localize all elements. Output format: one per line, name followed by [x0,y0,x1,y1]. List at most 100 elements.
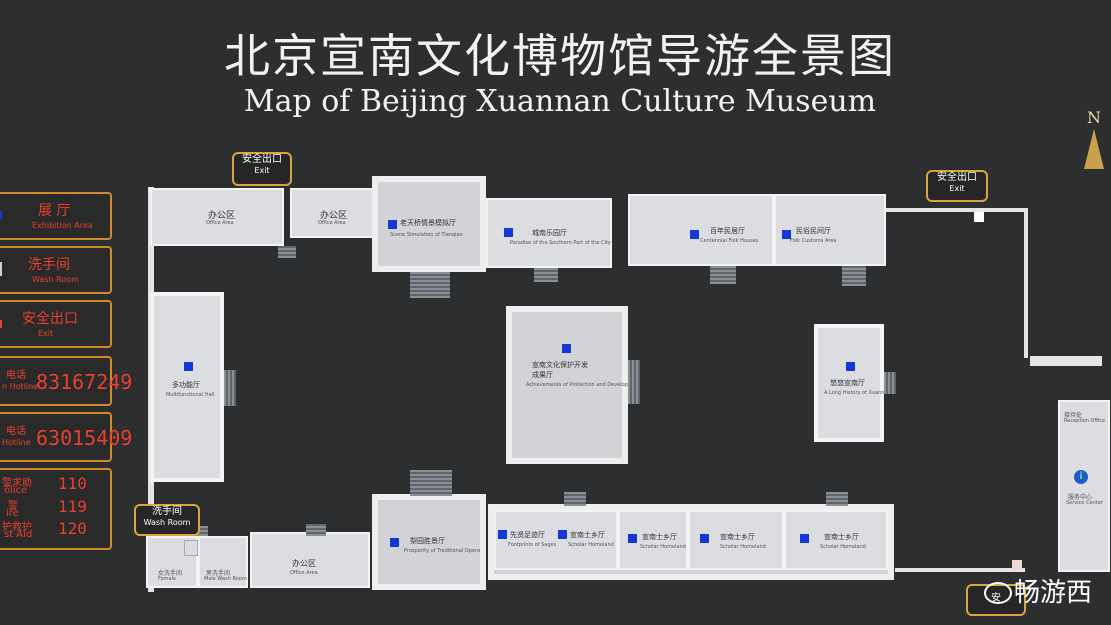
exit-marker-icon [1012,560,1022,570]
stairs [306,524,326,536]
weibo-logo-icon [984,582,1012,604]
exhibit-marker-icon [504,228,513,237]
aid-cn: 护救护 [2,522,32,533]
exit-tag-top-right: 安全出口 Exit [926,170,988,202]
exhibit-marker-icon [846,362,855,371]
phone2-number: 63015409 [36,426,133,450]
exit-en: Exit [949,184,965,193]
phone1-number: 83167249 [36,370,133,394]
exhibit-marker-icon [388,220,397,229]
room-sublabel: Footprints of Sages [508,542,557,548]
room-sublabel: Female [158,576,177,582]
exhibit-marker-icon [498,530,507,539]
room-office-2[interactable]: 办公区 Office Area [290,188,374,238]
room-liyuan[interactable]: 梨园胜景厅 Prosperity of Traditional Opera [372,494,486,590]
corridor-ne [885,208,1025,212]
stairs [842,266,866,286]
room-sublabel: Achievements of Protection and Developme… [526,382,641,388]
legend-exhibition: 展 厅 Exhibition Area [0,192,112,240]
washroom-tag-en: Wash Room [143,518,191,527]
washroom-tag: 洗手间 Wash Room [134,504,200,536]
exhibit-marker-icon [782,230,791,239]
north-arrow-icon [1084,129,1104,169]
stairs [410,272,450,298]
stairs [192,526,208,536]
exit-tag-top-left: 安全出口 Exit [232,152,292,186]
corridor-south [895,568,1025,572]
room-label: 宣南文化保护开发 成果厅 [532,361,588,379]
room-xianxian[interactable]: 先贤足迹厅 Footprints of Sages 宣南士乡厅 Scholar … [494,510,618,570]
room-label: 宣南士乡厅 [720,533,755,541]
stairs [224,370,236,406]
exhibit-marker-icon [628,534,637,543]
room-huigu[interactable]: 悠悠宣南厅 A Long History of Xuannan [814,324,891,442]
page-title-cn: 北京宣南文化博物馆导游全景图 [224,29,896,83]
stairs [710,266,736,284]
room-office-3[interactable]: 办公区 Office Area [250,532,370,588]
phone2-cn: 电话 [6,426,26,437]
room-sublabel: Folk Customs Area [790,238,837,244]
legend-exit-cn: 安全出口 [22,311,78,327]
room-shixiang-4[interactable]: 宣南士乡厅 Scholar Homeland [784,510,888,570]
watermark: 畅游西 [1014,578,1093,608]
exhibit-marker-icon [800,534,809,543]
room-label: 宣南士乡厅 [642,533,677,541]
room-label: 百年民居厅 [710,227,745,235]
legend-emergency: 警求助 olice 110 警 ire 119 护救护 st Aid 120 [0,468,112,550]
legend-phone-1: 电话 n Hotline 83167249 [0,356,132,406]
page-title-en: Map of Beijing Xuannan Culture Museum [243,84,877,119]
exhibit-marker-icon [390,538,399,547]
stairs [628,360,640,404]
room-shixiang-3[interactable]: 宣南士乡厅 Scholar Homeland [688,510,784,570]
room-label: 梨园胜景厅 [410,537,445,545]
room-female-washroom[interactable]: 女洗手间 Female [146,536,198,588]
room-minsu[interactable]: 民俗民间厅 Folk Customs Area [774,194,886,266]
legend-exhibition-cn: 展 厅 [38,203,71,219]
room-sublabel: A Long History of Xuannan [824,390,891,396]
room-label: 办公区 [208,211,236,221]
room-label: 办公区 [292,559,316,568]
room-sublabel: Scholar Homeland [820,544,866,550]
phone2-en: Hotline [2,438,31,447]
exhibit-marker-icon [562,344,571,353]
room-sublabel: Office Area [290,570,318,576]
service-center-sublabel: Service Center [1066,500,1103,506]
room-label: 悠悠宣南厅 [830,379,865,387]
legend-washroom-en: Wash Room [32,275,79,284]
room-laotianqiao[interactable]: 老天桥情景模拟厅 Scene Simulation of Tianqiao [372,176,486,272]
corridor-east-end [1030,356,1102,366]
room-label: 女洗手间 [158,570,183,577]
room-male-washroom[interactable]: 男洗手间 Male Wash Room [198,536,248,588]
room-baohu[interactable]: 宣南文化保护开发 成果厅 Achievements of Protection … [506,306,641,464]
exhibit-marker-icon [690,230,699,239]
stairs [826,492,848,506]
room-sublabel: Prosperity of Traditional Opera [404,548,481,554]
room-shixiang-2[interactable]: 宣南士乡厅 Scholar Homeland [618,510,688,570]
fire-en: ire [6,508,19,519]
aid-en: st Aid [4,529,33,540]
room-duogong[interactable]: 多功能厅 Multifunctional Hall [150,292,224,482]
legend-phone-2: 电话 Hotline 63015409 [0,412,132,462]
room-sublabel: Reception Office [1064,418,1106,424]
phone1-cn: 电话 [6,370,26,381]
room-label: 城南乐园厅 [532,229,567,237]
room-sublabel: Scholar Homeland [720,544,766,550]
exit-cn: 安全出口 [242,154,282,165]
stairs [278,246,296,258]
legend-washroom: 洗手间 Wash Room [0,246,112,294]
room-sublabel: Scholar Homeland [568,542,614,548]
room-office-1[interactable]: 办公区 Office Area [150,188,284,246]
corridor-east [1024,208,1028,358]
service-center-label: 服务中心 [1068,494,1093,501]
room-label: 办公区 [320,211,348,221]
room-reception[interactable]: 接待处 Reception Office 服务中心 Service Center [1058,400,1110,572]
police-en: olice [4,485,28,496]
stairs [884,372,896,394]
exhibit-marker-icon [558,530,567,539]
fire-cn: 警 [8,501,18,512]
room-bainian[interactable]: 百年民居厅 Centennial Folk Houses [628,194,774,266]
room-sublabel: Centennial Folk Houses [700,238,759,244]
room-chengnan[interactable]: 城南乐园厅 Paradise of the Southern Part of t… [486,198,612,268]
north-indicator: N [1080,108,1108,169]
exit-en: Exit [254,166,270,175]
